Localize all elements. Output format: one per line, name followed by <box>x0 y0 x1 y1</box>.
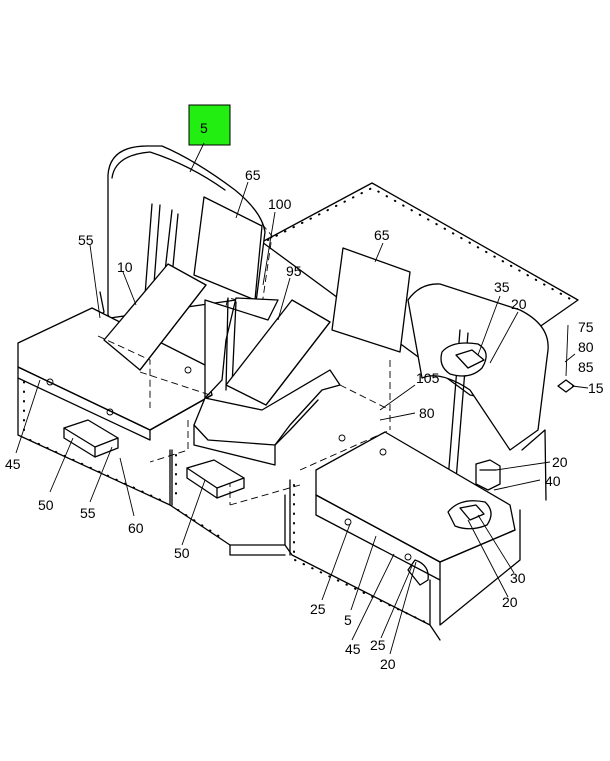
callout-50: 50 <box>38 497 54 513</box>
callout-80: 80 <box>419 405 435 421</box>
bracket-30 <box>447 500 492 530</box>
callout-10: 10 <box>117 259 133 275</box>
left-seat-base <box>17 307 213 441</box>
center-armrest <box>186 459 245 499</box>
highlight-box-label: 5 <box>200 120 208 136</box>
callout-15: 15 <box>588 380 604 396</box>
bracket-40 <box>475 459 501 491</box>
callout-95: 95 <box>286 263 302 279</box>
cabinet-frame <box>17 377 441 641</box>
right-cabinet-door <box>439 509 521 626</box>
center-console <box>193 369 341 466</box>
right-back-cushion <box>331 247 411 353</box>
callout-30: 30 <box>510 570 526 586</box>
highlight-box[interactable] <box>188 104 231 146</box>
callout-25: 25 <box>310 601 326 617</box>
fasteners <box>46 366 412 561</box>
callout-75: 75 <box>578 319 594 335</box>
callout-55: 55 <box>78 232 94 248</box>
bracket-15 <box>557 379 575 393</box>
callout-55: 55 <box>80 505 96 521</box>
callout-85: 85 <box>578 359 594 375</box>
leader-lines <box>15 142 589 655</box>
callout-5: 5 <box>344 612 352 628</box>
bracket-35 <box>440 342 487 377</box>
callout-20: 20 <box>552 454 568 470</box>
callout-20: 20 <box>380 656 396 672</box>
callout-65: 65 <box>245 167 261 183</box>
callout-40: 40 <box>545 473 561 489</box>
callout-105: 105 <box>416 370 440 386</box>
right-foot <box>407 559 429 586</box>
center-divider <box>204 297 279 399</box>
callout-80: 80 <box>578 339 594 355</box>
callout-60: 60 <box>128 520 144 536</box>
callout-65: 65 <box>374 227 390 243</box>
callout-100: 100 <box>268 196 292 212</box>
wire-harness <box>521 429 547 501</box>
left-armrest <box>63 419 119 458</box>
callout-45: 45 <box>5 456 21 472</box>
callout-45: 45 <box>345 641 361 657</box>
callout-25: 25 <box>370 637 386 653</box>
callout-20: 20 <box>511 296 527 312</box>
callout-35: 35 <box>494 279 510 295</box>
callout-50: 50 <box>174 545 190 561</box>
callout-20: 20 <box>502 594 518 610</box>
